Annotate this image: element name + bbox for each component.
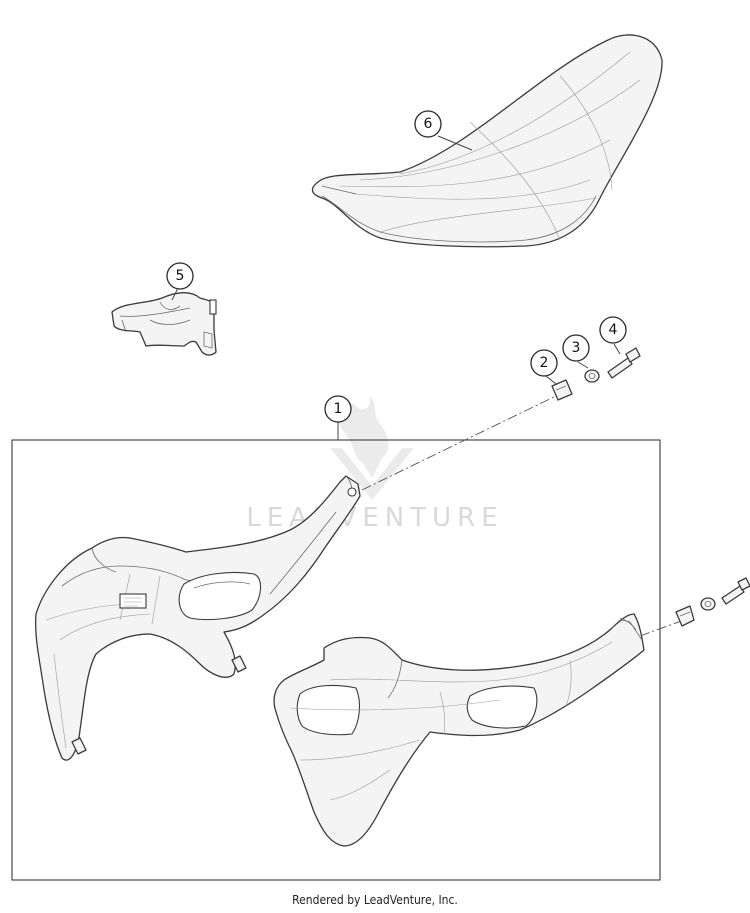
- hardware-upper: [551, 347, 641, 401]
- kit-frame: [11, 439, 661, 881]
- clip-nut-lower-part: [675, 605, 695, 627]
- left-side-cover-part: [34, 475, 361, 761]
- callout-4-leader: [613, 343, 621, 355]
- callout-6[interactable]: 6: [414, 110, 442, 138]
- callout-6-number: 6: [424, 116, 433, 132]
- callout-3-leader: [577, 361, 589, 369]
- callout-3-number: 3: [572, 340, 581, 356]
- leadventure-watermark: LEADVENTURE: [246, 396, 503, 533]
- callout-2-number: 2: [540, 355, 549, 371]
- label-plate: [119, 593, 147, 609]
- callout-3[interactable]: 3: [562, 334, 590, 362]
- bolt-lower-part: [721, 577, 750, 605]
- bolt-part: [607, 347, 641, 379]
- callout-6-leader: [437, 135, 473, 151]
- callout-1[interactable]: 1: [324, 395, 352, 423]
- assembly-line-upper: [361, 393, 561, 491]
- callout-2-leader: [545, 375, 557, 385]
- seat-part: [311, 34, 663, 248]
- callout-2[interactable]: 2: [530, 349, 558, 377]
- callout-5-leader: [171, 287, 179, 301]
- callout-1-number: 1: [334, 401, 343, 417]
- washer-lower-part: [700, 597, 716, 611]
- mount-hole: [347, 487, 357, 497]
- washer-part: [584, 369, 600, 383]
- callout-4[interactable]: 4: [599, 316, 627, 344]
- hardware-lower: [675, 577, 750, 627]
- callout-5[interactable]: 5: [166, 262, 194, 290]
- clip-nut-part: [551, 379, 573, 401]
- footer-credit: Rendered by LeadVenture, Inc.: [292, 893, 458, 907]
- bracket-tab: [209, 299, 217, 315]
- watermark-text: LEADVENTURE: [246, 503, 503, 533]
- grommet: [71, 737, 87, 755]
- right-side-cover-part: [273, 613, 645, 847]
- callout-5-number: 5: [176, 268, 185, 284]
- callout-4-number: 4: [609, 322, 618, 338]
- assembly-line-lower: [639, 619, 685, 637]
- grommet: [231, 655, 247, 673]
- bracket-part: [111, 292, 217, 356]
